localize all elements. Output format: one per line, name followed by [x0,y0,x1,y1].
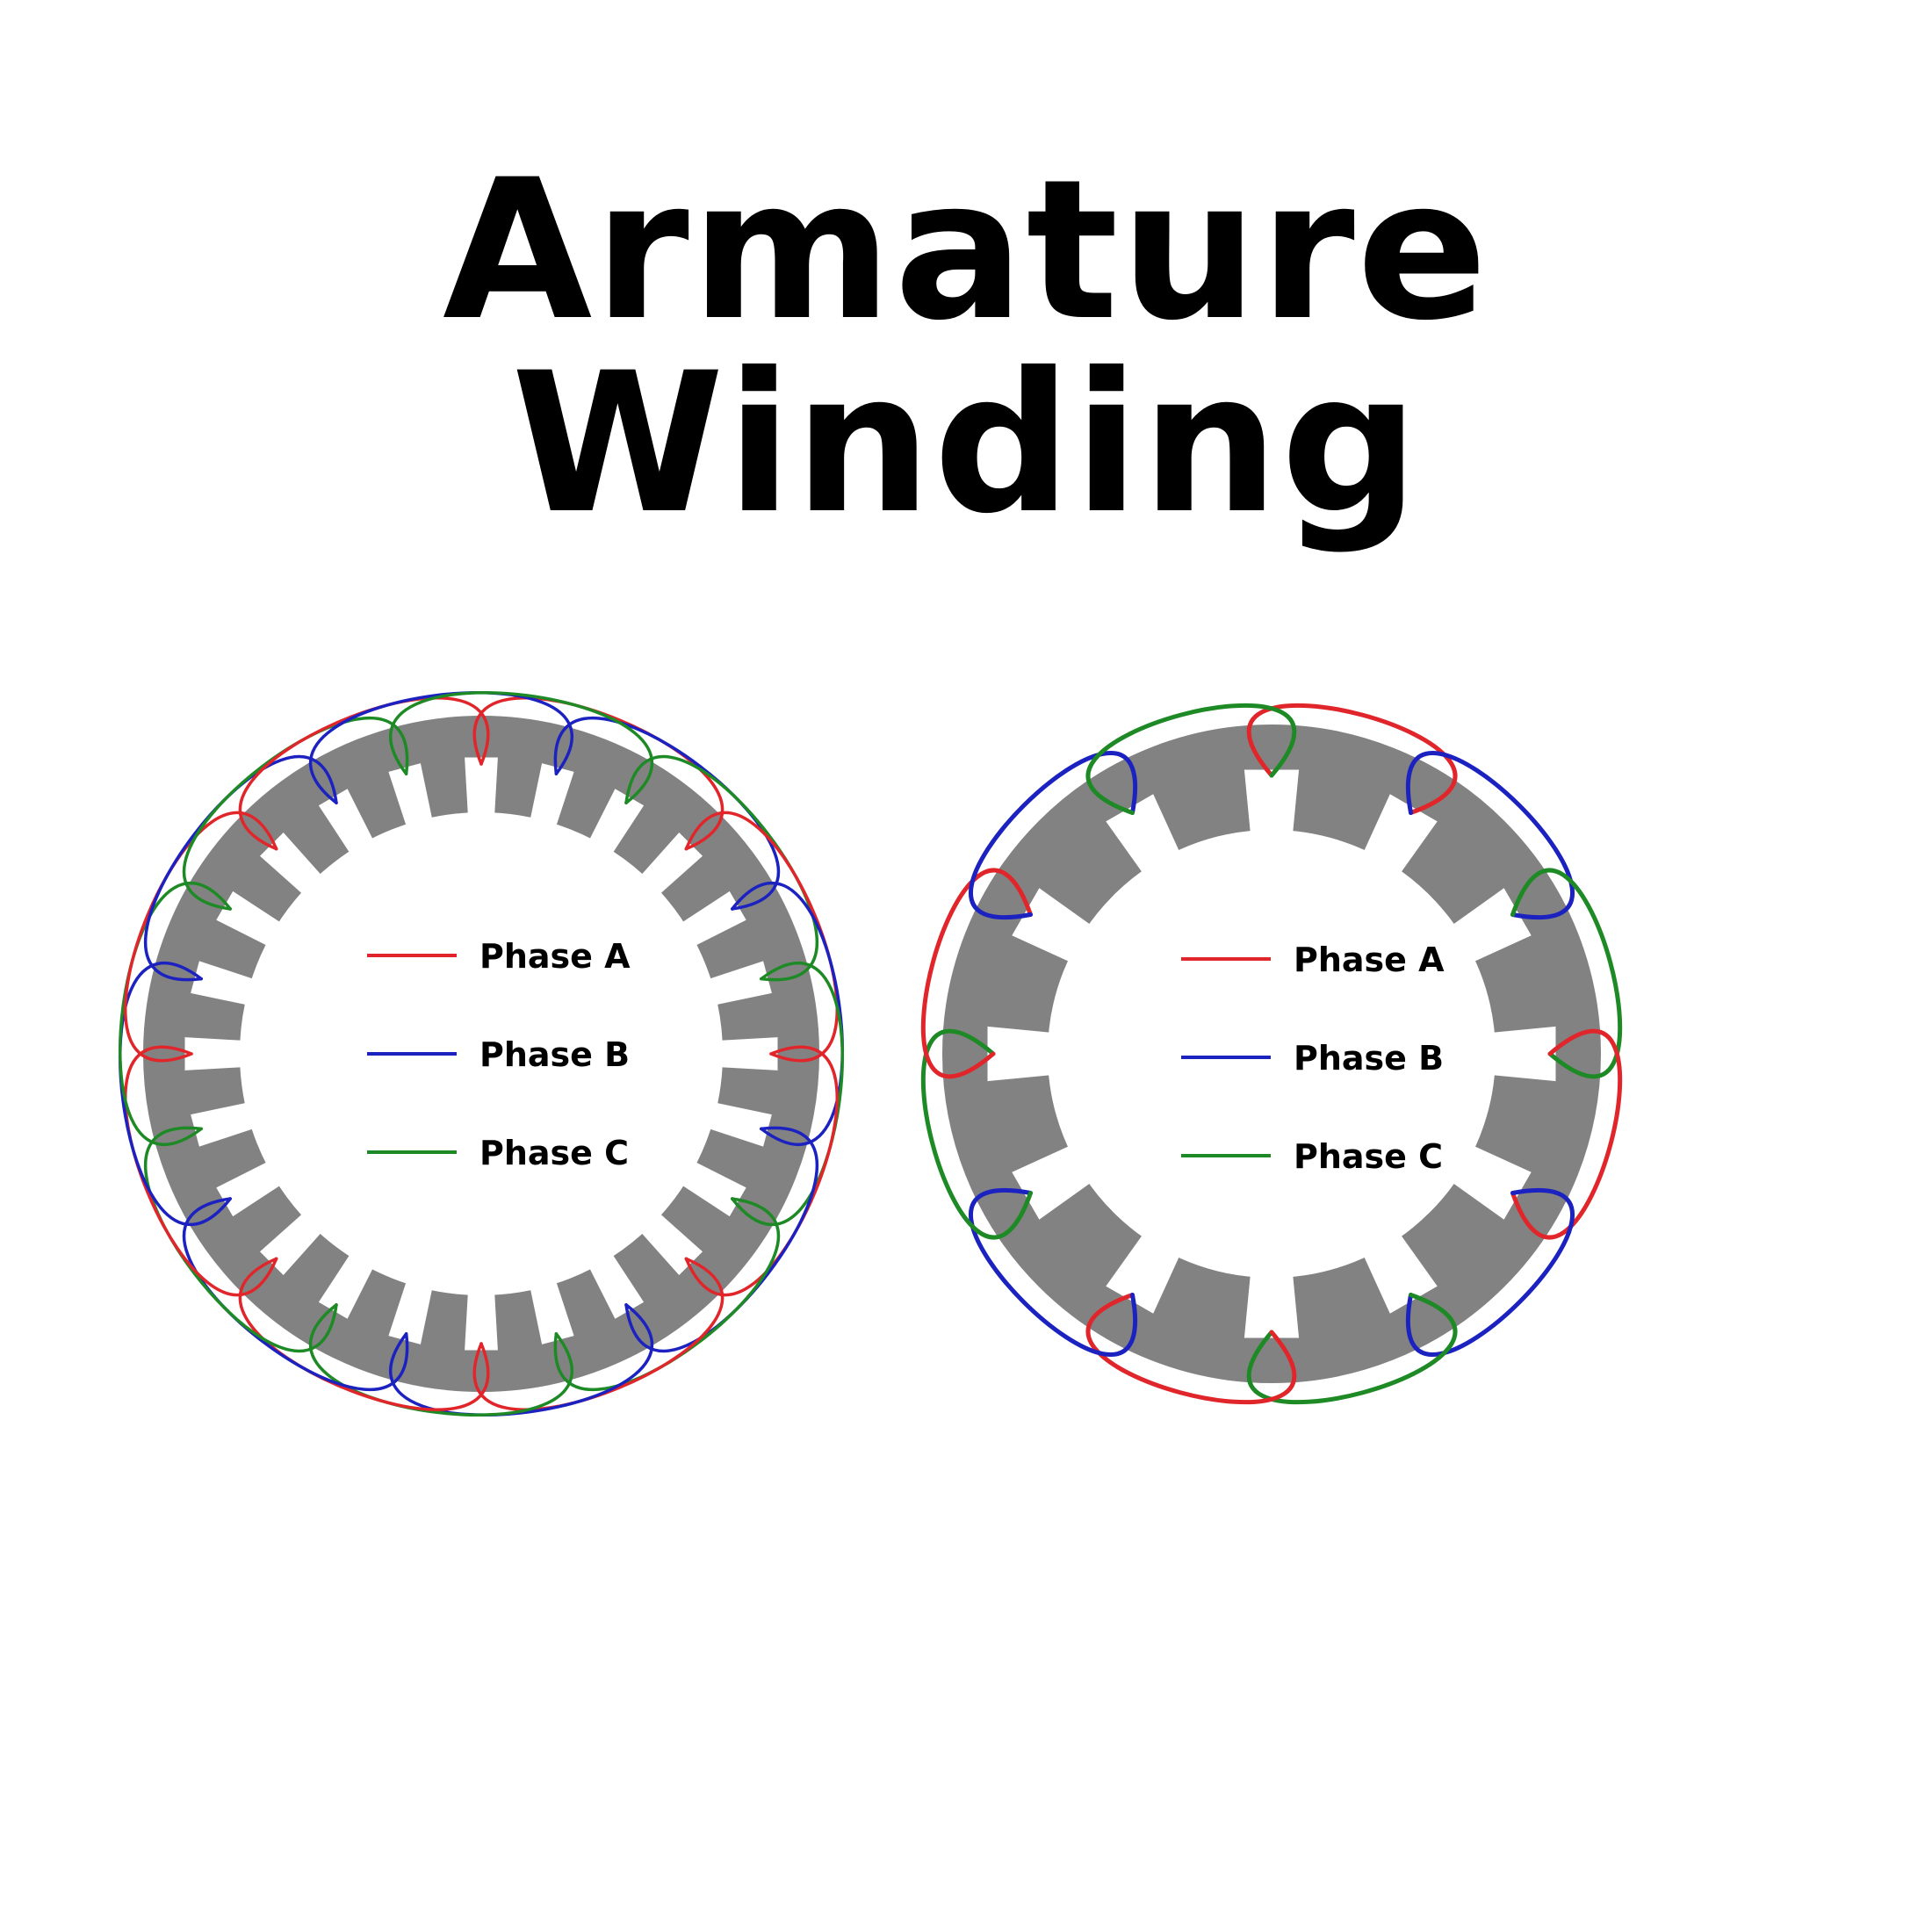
coil-phase-c [1246,1293,1458,1405]
coil-phase-b [1405,1187,1575,1357]
stator-slot [1012,1145,1091,1220]
stator-slot [589,1254,645,1319]
stator-slot [987,1026,1051,1082]
coil-phase-a [920,868,1033,1079]
legend-label-phase-b: Phase B [1294,1039,1444,1078]
stator-slot [681,1162,746,1217]
stator-slot [465,757,498,815]
stator-slot [191,1102,254,1147]
coil-phase-a [1246,703,1458,815]
concentrated-winding-stator: Phase A Phase B Phase C [920,703,1623,1405]
stator-slot [388,1281,433,1344]
coil-phase-c [920,1028,1033,1240]
legend-label-phase-b: Phase B [479,1035,630,1074]
legend-label-phase-c: Phase C [479,1134,629,1172]
stator-slot [709,1102,772,1147]
stator-slot [465,1293,498,1351]
stator-slot [1453,1145,1532,1220]
stator-slot [1363,1235,1438,1314]
stator-slot [1453,888,1532,962]
coil-phase-a [238,696,490,851]
stator-slot [720,1037,778,1071]
stator-slot [318,789,373,854]
stator-slot [388,763,433,826]
stator-slot [216,1162,281,1217]
stator-core [942,724,1601,1383]
stator-slot [589,789,645,854]
legend-label-phase-a: Phase A [479,937,631,976]
stator-slot [1492,1026,1556,1082]
stator-slot [1106,794,1180,873]
stator-slot [530,763,574,826]
coil-phase-b [1405,751,1575,920]
stator-slot [1244,1274,1300,1338]
distributed-winding-stator: Phase A Phase B Phase C [118,690,845,1417]
stator-slot [184,1037,242,1071]
legend-label-phase-a: Phase A [1294,941,1445,979]
page-title: Armature Winding [443,138,1489,556]
coil-phase-a [1510,1028,1623,1240]
stator-slot [1244,769,1300,833]
stator-slot [1106,1235,1180,1314]
coil-phase-a [1085,1293,1297,1405]
coil-phase-b [969,1187,1138,1357]
legend-label-phase-c: Phase C [1294,1137,1443,1176]
coil-phase-c [389,690,654,804]
coil-phase-c [1085,703,1297,815]
coil-phase-c [1510,868,1623,1079]
stator-slot [1012,888,1091,962]
stator-slot [191,961,254,1006]
stator-slot [318,1254,373,1319]
stator-slot [216,890,281,946]
stator-slot [530,1281,574,1344]
stator-slot [1363,794,1438,873]
stator-slot [709,961,772,1006]
coil-phase-b [308,690,573,804]
coil-phase-b [969,751,1138,920]
stator-slot [681,890,746,946]
